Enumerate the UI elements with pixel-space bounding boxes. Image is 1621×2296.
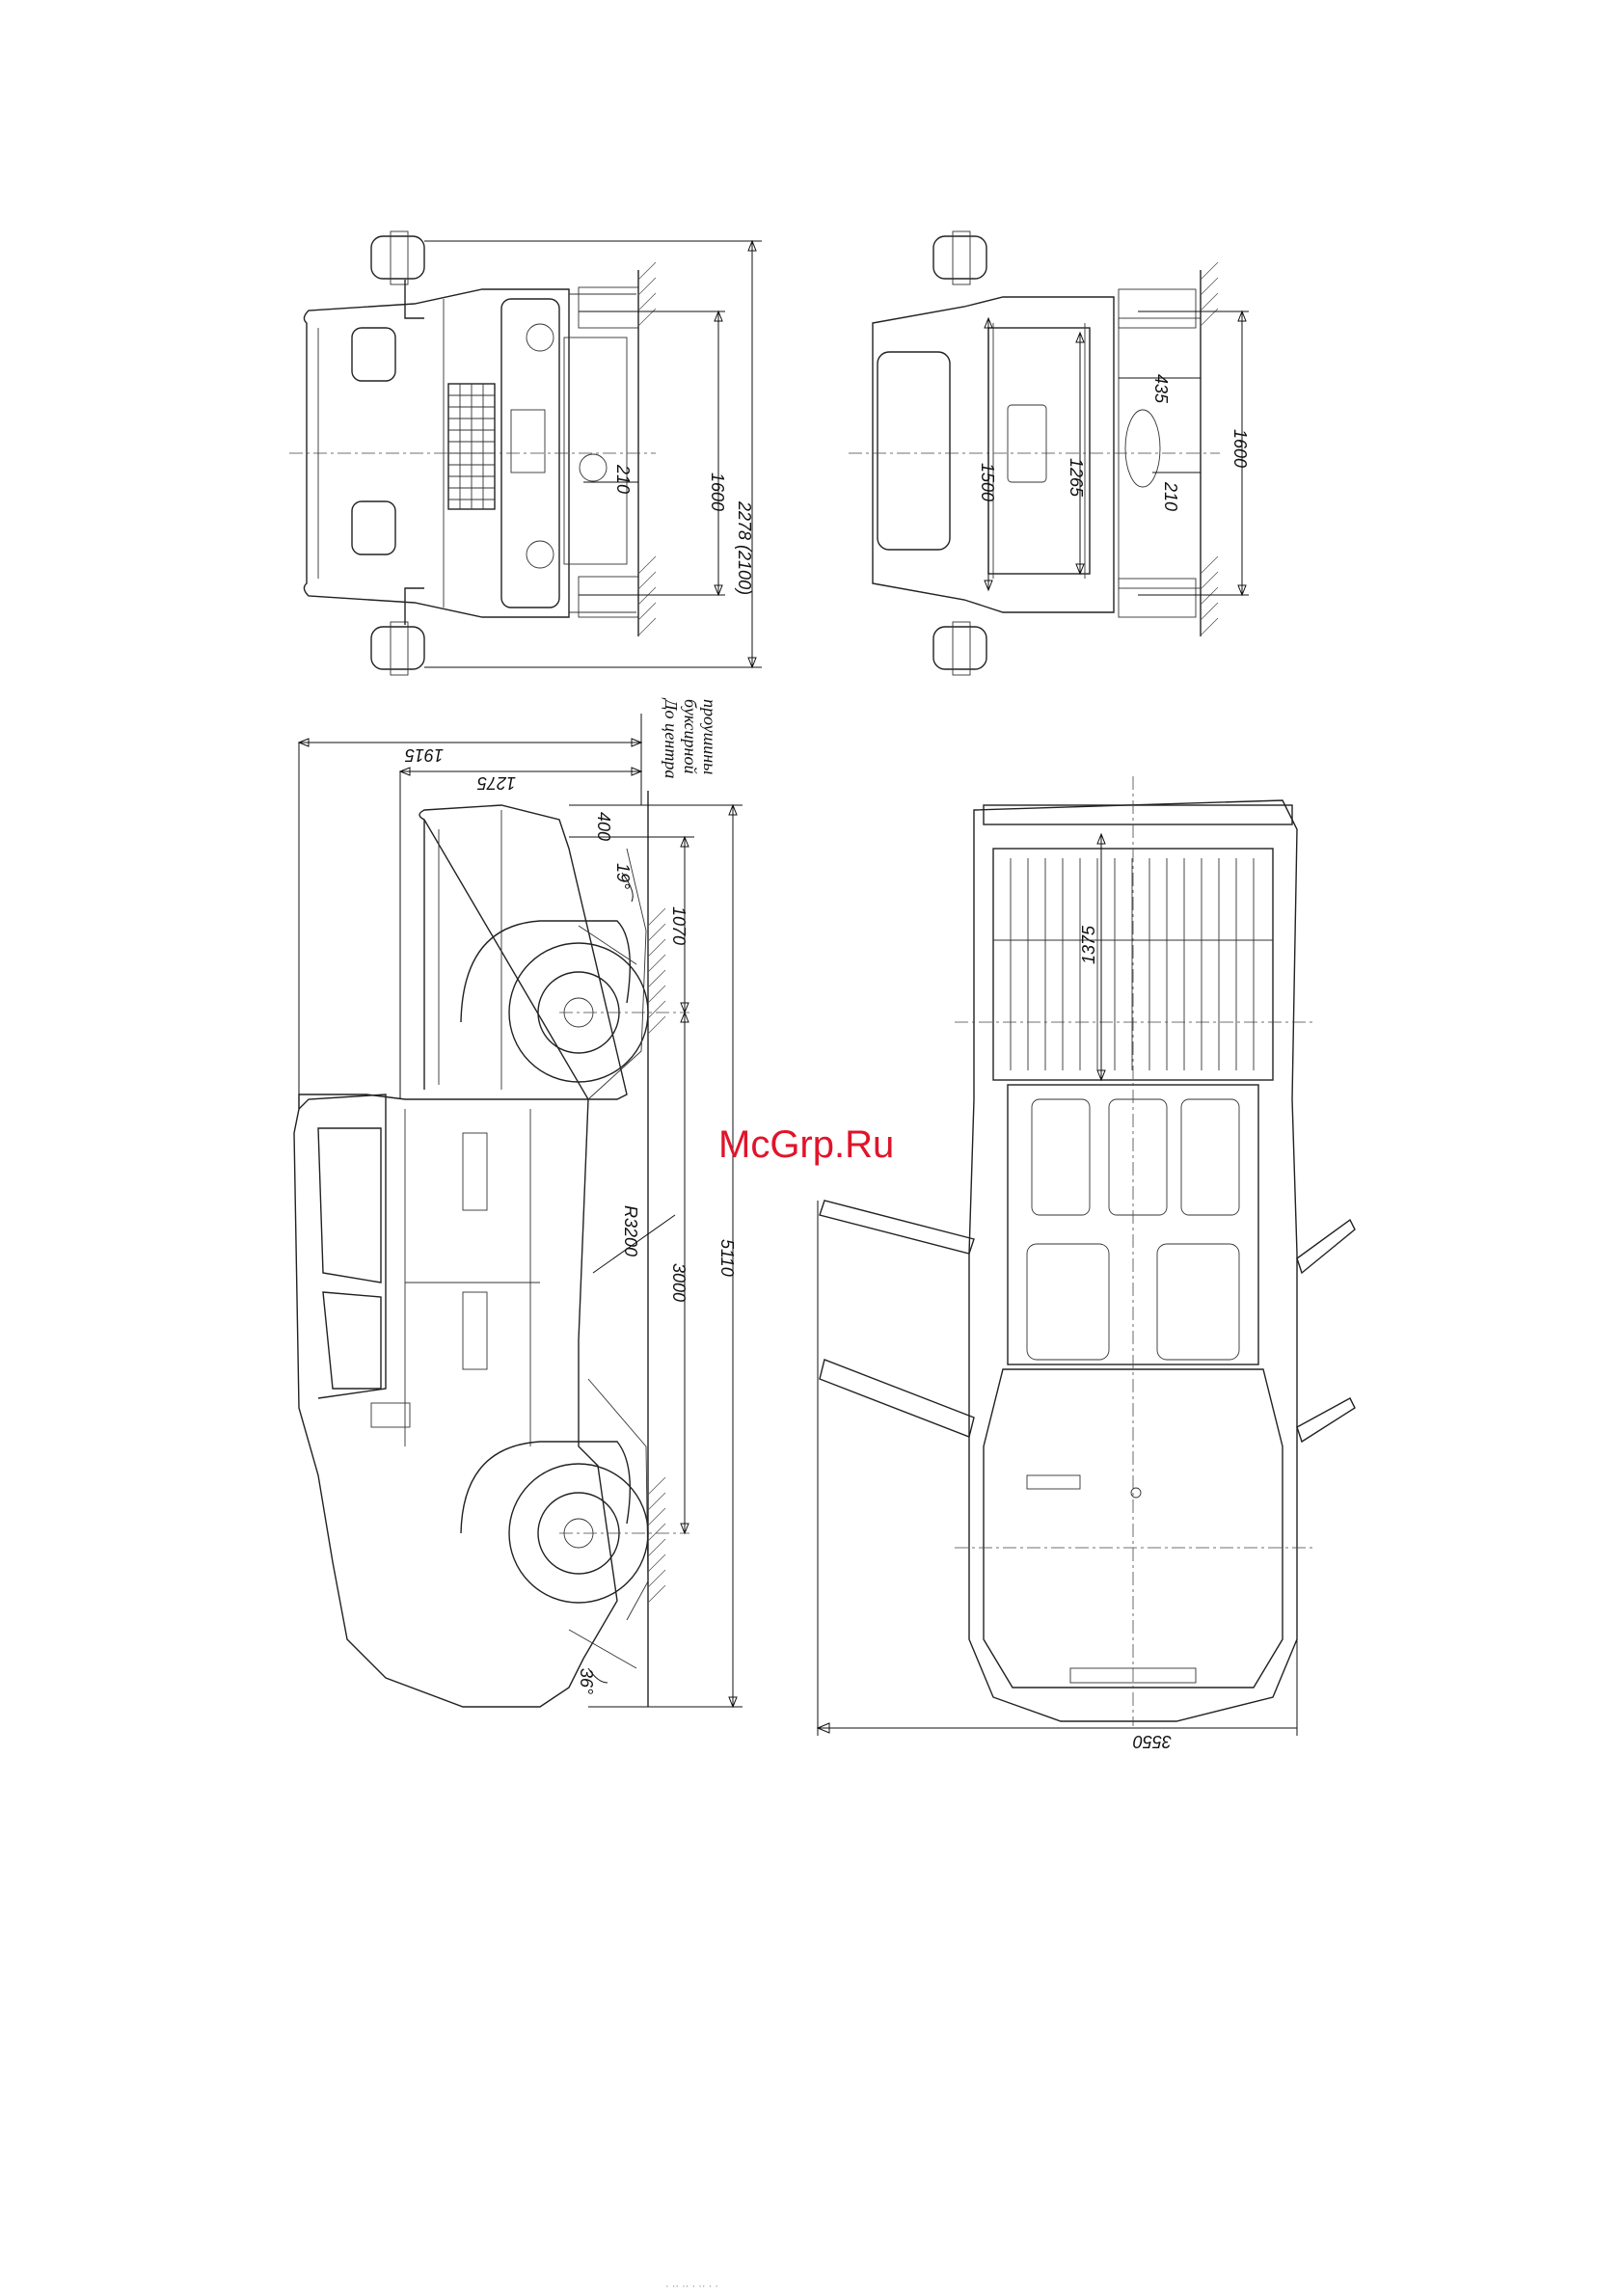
dim-front-track: 1600: [708, 473, 727, 511]
rear-view: [849, 231, 1249, 675]
dim-front-width: 2278 (2100): [735, 500, 754, 595]
dim-top-3550: 3550: [1133, 1732, 1172, 1751]
watermark: McGrp.Ru: [718, 1123, 894, 1166]
dim-rear-1265: 1265: [1067, 458, 1086, 498]
dim-top-1375: 1375: [1079, 925, 1098, 964]
tow-note-line-2: буксирной: [681, 699, 700, 773]
side-view: [294, 714, 743, 1707]
dim-side-400: 400: [594, 812, 613, 841]
dim-side-radius: R3200: [621, 1205, 640, 1256]
dim-side-1915: 1915: [404, 745, 444, 765]
dim-side-1070: 1070: [669, 906, 689, 945]
tow-note-line-3: проушины: [700, 699, 719, 774]
dim-side-1275: 1275: [476, 773, 516, 793]
dim-rear-clearance: 210: [1161, 481, 1180, 511]
dim-front-clearance: 210: [613, 464, 633, 494]
dim-side-angle-rear: 19°: [613, 863, 633, 889]
front-view: [289, 231, 762, 675]
top-view: [818, 776, 1355, 1736]
dim-rear-1500: 1500: [978, 463, 997, 501]
dim-side-angle-front: 36°: [577, 1668, 596, 1694]
dim-side-length: 5110: [717, 1239, 737, 1277]
tow-note: До центра буксирной проушины: [662, 697, 719, 778]
dim-rear-435: 435: [1151, 374, 1171, 404]
footer-artifact: · ·· ·· · ·· · ·: [665, 2281, 718, 2292]
dim-side-wheelbase: 3000: [669, 1263, 689, 1302]
tow-note-line-1: До центра: [662, 697, 681, 778]
dim-rear-track: 1600: [1230, 429, 1250, 468]
